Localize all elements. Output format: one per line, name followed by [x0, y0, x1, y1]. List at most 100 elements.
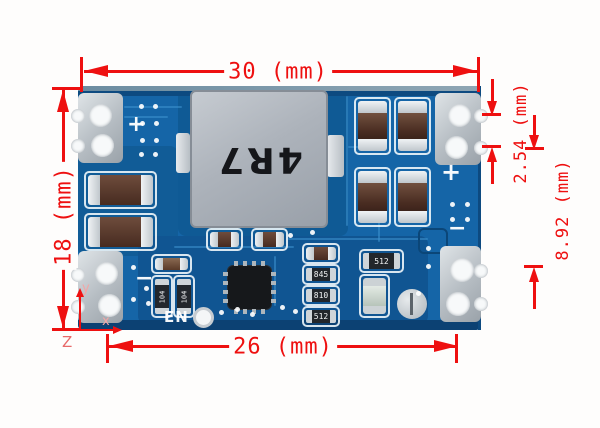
via	[219, 310, 224, 315]
via	[235, 307, 240, 312]
via	[131, 265, 136, 270]
via	[154, 121, 159, 126]
inductor-pad-left	[176, 133, 190, 173]
via	[140, 138, 145, 143]
arrowhead-left-icon	[109, 340, 133, 352]
hole	[95, 262, 118, 285]
via	[139, 152, 144, 157]
via	[465, 217, 470, 222]
dimension-line	[491, 161, 494, 184]
extension-tick	[106, 334, 109, 363]
inductor-marking: 4R7	[215, 138, 303, 180]
resistor: 104	[173, 275, 195, 318]
capacitor	[84, 171, 157, 209]
capacitor	[84, 213, 157, 251]
arrowhead-up-icon	[529, 267, 539, 282]
capacitor	[354, 167, 391, 227]
trace	[174, 246, 294, 248]
extension-tick	[482, 145, 501, 148]
minus-mark-left: −	[135, 266, 154, 291]
via	[144, 286, 149, 291]
dimension-label-18mm: 18 (mm)	[51, 162, 77, 270]
dimension-line	[533, 115, 536, 137]
inductor-pad-right	[327, 135, 344, 177]
pcb-board: 4R7 845 810 512 512 104 104	[71, 86, 488, 330]
plus-mark-right: +	[441, 158, 462, 186]
capacitor	[251, 228, 288, 251]
hole	[445, 136, 468, 159]
via	[416, 291, 421, 296]
dimension-label-8.92mm: 8.92 (mm)	[553, 159, 573, 261]
extension-tick	[52, 328, 80, 331]
arrowhead-right-icon	[453, 65, 477, 77]
castellation	[474, 264, 488, 278]
board-bottom-edge	[78, 320, 481, 330]
via	[450, 217, 455, 222]
hole	[450, 258, 474, 282]
via	[154, 138, 159, 143]
resistor: 512	[359, 249, 404, 273]
arrowhead-down-icon	[529, 135, 539, 150]
via	[426, 264, 431, 269]
hole	[98, 294, 121, 317]
y-axis-label: y	[82, 281, 90, 296]
resistor: 810	[302, 285, 340, 306]
board-top-edge	[78, 86, 481, 92]
via	[153, 152, 158, 157]
resistor: 512	[302, 306, 340, 327]
led	[359, 274, 390, 318]
arrowhead-down-icon	[487, 101, 497, 116]
arrowhead-left-icon	[84, 65, 108, 77]
castellation	[71, 268, 85, 282]
hole	[91, 134, 114, 157]
extension-tick	[525, 147, 544, 150]
castellation	[71, 109, 85, 123]
capacitor	[354, 97, 391, 155]
arrowhead-up-icon	[487, 147, 497, 162]
castellation	[474, 109, 488, 123]
inductor: 4R7	[190, 90, 328, 228]
dimension-label-30mm: 30 (mm)	[224, 59, 332, 85]
plus-mark-left: +	[127, 112, 146, 137]
capacitor	[151, 254, 192, 274]
trace	[346, 96, 348, 226]
castellation	[71, 139, 85, 153]
resistor-marking: 512	[369, 253, 394, 269]
resistor: 845	[302, 264, 340, 285]
dimension-line	[491, 79, 494, 103]
resistor: 104	[151, 275, 173, 318]
ic-chip	[223, 261, 276, 314]
via	[146, 301, 151, 306]
y-axis-arrow-icon	[76, 288, 84, 297]
resistor-marking: 810	[312, 289, 330, 302]
capacitor	[394, 167, 431, 227]
extension-tick	[482, 113, 501, 116]
z-origin-label: Z	[62, 333, 73, 351]
via	[139, 104, 144, 109]
en-pad	[193, 307, 214, 328]
extension-tick	[80, 57, 83, 92]
arrowhead-down-icon	[57, 306, 69, 328]
extension-tick	[477, 57, 480, 92]
board-right-edge	[478, 86, 481, 330]
via	[288, 233, 293, 238]
via	[426, 246, 431, 251]
resistor-marking: 512	[312, 310, 330, 323]
resistor-marking: 845	[312, 268, 330, 281]
extension-tick	[524, 265, 543, 268]
extension-tick	[52, 87, 80, 90]
via	[250, 312, 255, 317]
resistor-marking: 104	[158, 290, 166, 303]
capacitor	[206, 228, 243, 251]
trace-ring	[418, 228, 448, 254]
trace	[124, 116, 168, 118]
minus-mark-right: −	[448, 216, 467, 241]
castellation	[474, 297, 488, 311]
arrowhead-right-icon	[434, 340, 458, 352]
via	[280, 305, 285, 310]
resistor-marking: 104	[180, 290, 188, 303]
x-axis-line	[79, 329, 115, 331]
capacitor	[394, 97, 431, 155]
trace	[378, 214, 380, 242]
